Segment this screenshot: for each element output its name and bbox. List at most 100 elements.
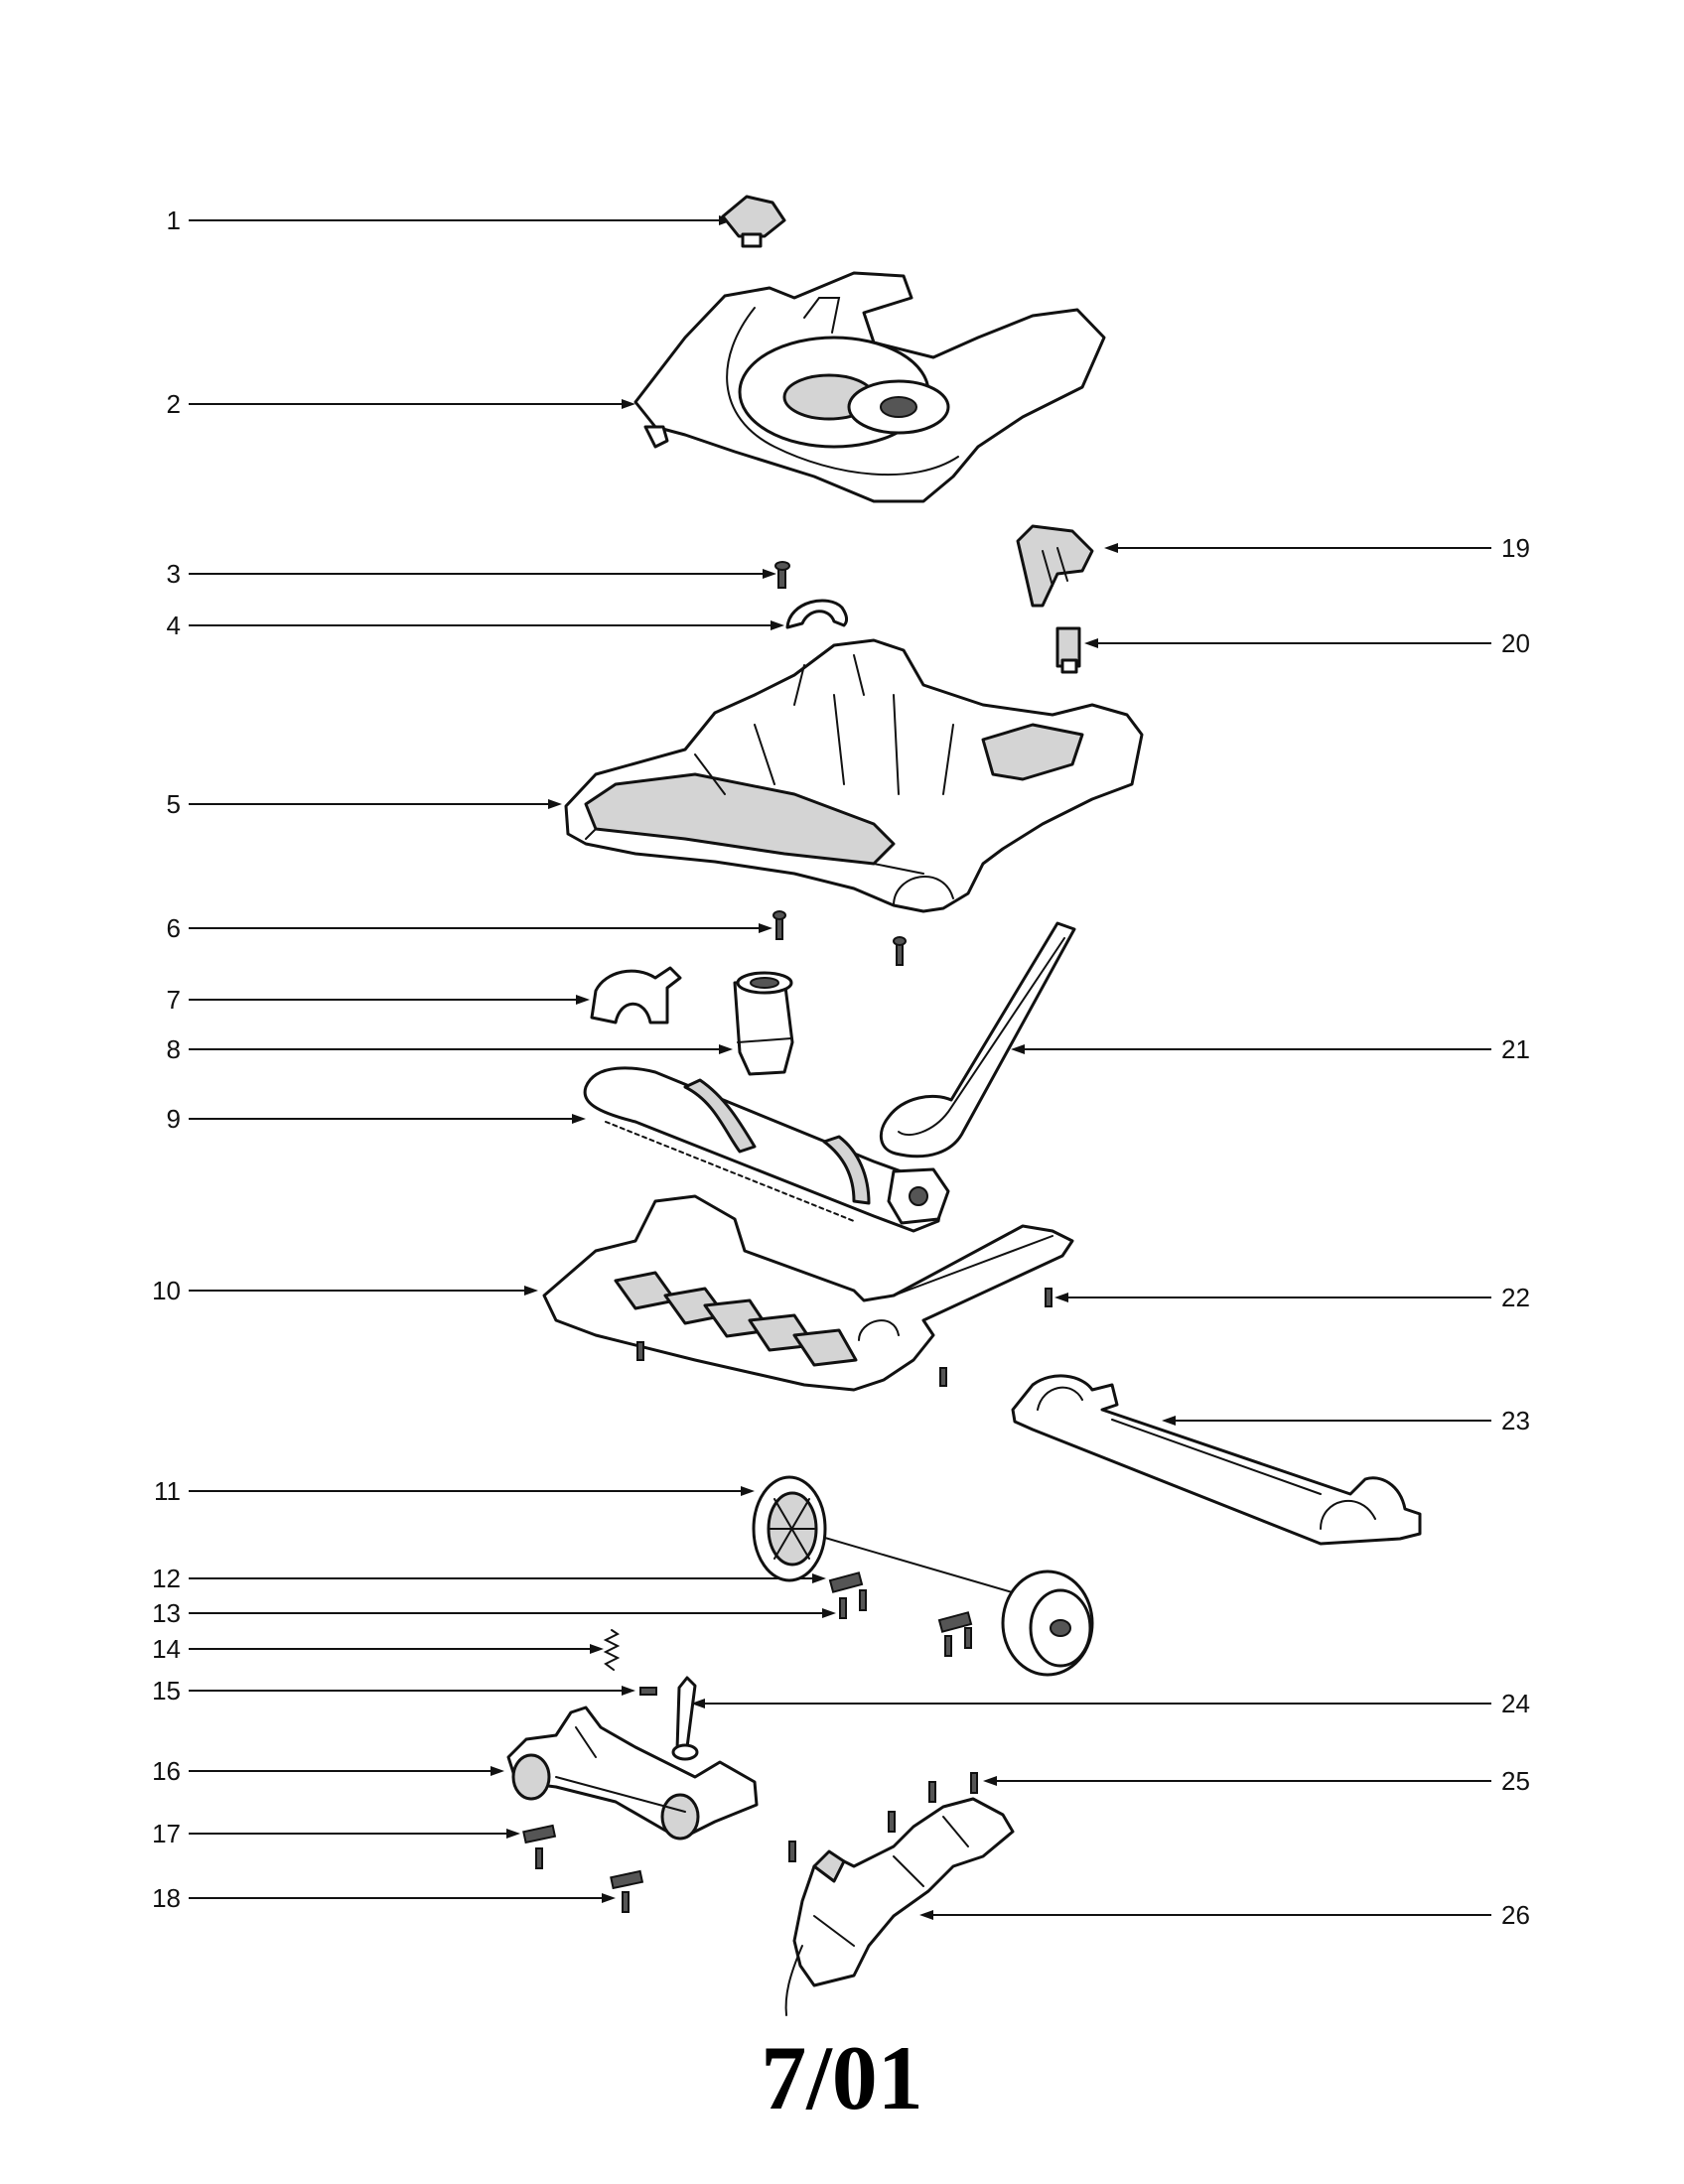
- part-23-rear-bumper: [1011, 1374, 1422, 1546]
- part-17-brackets: [522, 1824, 644, 1890]
- leader-arrow-24: [691, 1699, 705, 1708]
- callout-19: 19: [1104, 533, 1530, 563]
- callout-25: 25: [983, 1766, 1530, 1796]
- part-4-clamp: [785, 599, 849, 629]
- leader-arrow-14: [590, 1644, 604, 1654]
- callout-23: 23: [1162, 1406, 1530, 1435]
- part-15-pin: [639, 1687, 657, 1696]
- callout-2: 2: [167, 389, 635, 419]
- leader-arrow-18: [602, 1893, 616, 1903]
- callout-number-21: 21: [1501, 1034, 1530, 1064]
- callout-17: 17: [152, 1819, 520, 1848]
- leader-arrow-22: [1054, 1293, 1068, 1302]
- callout-number-16: 16: [152, 1756, 181, 1786]
- callout-number-10: 10: [152, 1276, 181, 1305]
- callout-3: 3: [167, 559, 776, 589]
- part-20-switch-plate: [1055, 626, 1081, 674]
- callout-14: 14: [152, 1634, 604, 1664]
- leader-arrow-11: [741, 1486, 755, 1496]
- leader-arrow-20: [1084, 638, 1098, 648]
- part-16-height-adjuster: [506, 1706, 759, 1841]
- callout-number-6: 6: [167, 913, 181, 943]
- leader-arrow-25: [983, 1776, 997, 1786]
- callout-number-24: 24: [1501, 1689, 1530, 1718]
- callout-10: 10: [152, 1276, 538, 1305]
- callout-18: 18: [152, 1883, 616, 1913]
- leader-arrow-16: [491, 1766, 504, 1776]
- part-12-axle-brackets: [828, 1571, 973, 1633]
- leader-arrow-17: [506, 1829, 520, 1839]
- part-3-screw: [774, 561, 790, 589]
- callout-number-7: 7: [167, 985, 181, 1015]
- part-1-switch-knob: [721, 195, 786, 248]
- callout-number-2: 2: [167, 389, 181, 419]
- callout-number-25: 25: [1501, 1766, 1530, 1796]
- callout-16: 16: [152, 1756, 504, 1786]
- callout-5: 5: [167, 789, 562, 819]
- callout-number-22: 22: [1501, 1283, 1530, 1312]
- callout-6: 6: [167, 913, 772, 943]
- part-25-screws: [788, 1772, 978, 1862]
- leader-arrow-4: [771, 620, 784, 630]
- part-18-screws: [535, 1847, 630, 1913]
- leader-arrow-26: [919, 1910, 933, 1920]
- callout-number-15: 15: [152, 1676, 181, 1706]
- part-10-bottom-plate: [542, 1194, 1074, 1392]
- callout-number-5: 5: [167, 789, 181, 819]
- leader-arrow-5: [548, 799, 562, 809]
- callout-number-17: 17: [152, 1819, 181, 1848]
- part-24-pedal-arm: [671, 1676, 699, 1761]
- part-21-belt: [879, 921, 1076, 1159]
- part-26-cord-switch-assembly: [784, 1797, 1015, 2016]
- part-9-brush-roll: [583, 1066, 950, 1233]
- part-6-screws: [772, 910, 907, 966]
- callout-7: 7: [167, 985, 590, 1015]
- part-7-clip: [590, 966, 682, 1024]
- callout-number-3: 3: [167, 559, 181, 589]
- callout-24: 24: [691, 1689, 1530, 1718]
- callout-20: 20: [1084, 628, 1530, 658]
- callout-number-11: 11: [154, 1476, 181, 1506]
- callout-number-8: 8: [167, 1034, 181, 1064]
- callout-4: 4: [167, 611, 784, 640]
- part-2-hood: [633, 271, 1106, 503]
- date-stamp: 7/01: [761, 2027, 923, 2128]
- callout-8: 8: [167, 1034, 733, 1064]
- callout-1: 1: [167, 205, 733, 235]
- callout-number-23: 23: [1501, 1406, 1530, 1435]
- callout-11: 11: [154, 1476, 755, 1506]
- callout-number-14: 14: [152, 1634, 181, 1664]
- part-11-wheel-axle: [752, 1475, 1094, 1677]
- part-14-spring: [603, 1629, 621, 1671]
- callout-12: 12: [152, 1564, 826, 1593]
- callout-number-9: 9: [167, 1104, 181, 1134]
- callout-number-18: 18: [152, 1883, 181, 1913]
- leader-arrow-2: [622, 399, 635, 409]
- leader-arrow-8: [719, 1044, 733, 1054]
- callout-13: 13: [152, 1598, 836, 1628]
- leader-arrow-12: [812, 1573, 826, 1583]
- callout-number-12: 12: [152, 1564, 181, 1593]
- leader-arrow-13: [822, 1608, 836, 1618]
- leader-arrow-9: [572, 1114, 586, 1124]
- leader-arrow-15: [622, 1686, 635, 1696]
- callout-number-1: 1: [167, 205, 181, 235]
- callout-22: 22: [1054, 1283, 1530, 1312]
- leader-arrow-10: [524, 1286, 538, 1296]
- leader-arrow-19: [1104, 543, 1118, 553]
- callout-number-19: 19: [1501, 533, 1530, 563]
- part-13-screws: [839, 1589, 972, 1657]
- callout-number-4: 4: [167, 611, 181, 640]
- callout-number-20: 20: [1501, 628, 1530, 658]
- callout-26: 26: [919, 1900, 1530, 1930]
- leader-arrow-21: [1011, 1044, 1025, 1054]
- callout-layer: 1234567891011121314151617181920212223242…: [152, 205, 1530, 1930]
- leader-arrow-23: [1162, 1416, 1176, 1426]
- part-19-switch-bracket: [1016, 524, 1094, 608]
- leader-arrow-3: [763, 569, 776, 579]
- callout-9: 9: [167, 1104, 586, 1134]
- leader-arrow-7: [576, 995, 590, 1005]
- part-8-end-cap: [733, 971, 794, 1076]
- callout-15: 15: [152, 1676, 635, 1706]
